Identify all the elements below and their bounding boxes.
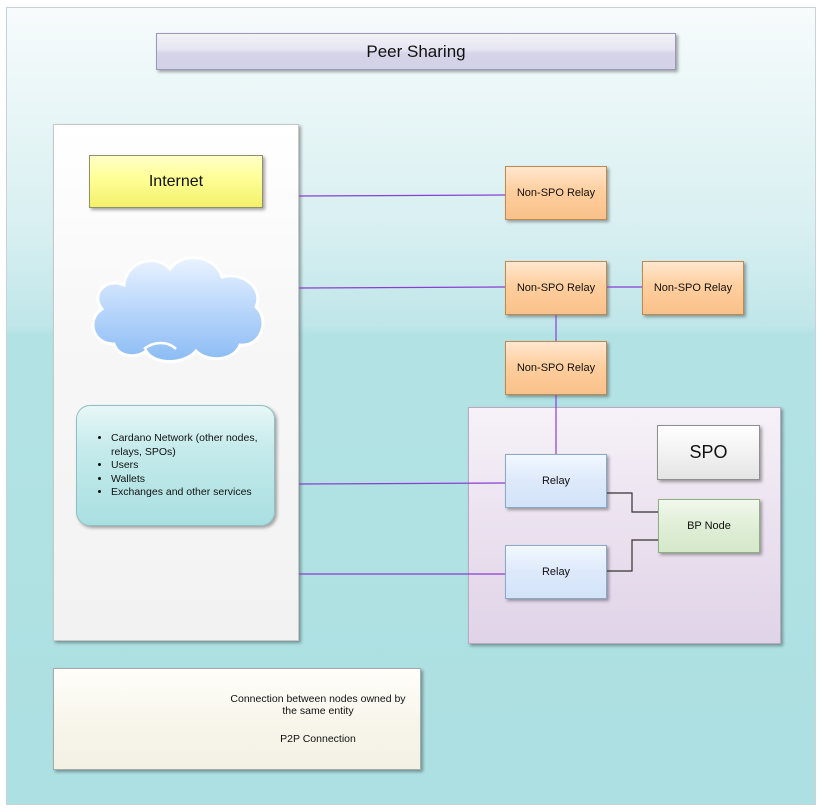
relay-2: Relay bbox=[505, 545, 607, 599]
services-list: Cardano Network (other nodes, relays, SP… bbox=[77, 406, 274, 500]
bp-node: BP Node bbox=[658, 499, 760, 553]
spo-label: SPO bbox=[657, 425, 760, 480]
non-spo-relay-3: Non-SPO Relay bbox=[642, 261, 744, 315]
internet-panel bbox=[53, 124, 299, 641]
internet-label: Internet bbox=[89, 155, 263, 208]
list-item: Cardano Network (other nodes, relays, SP… bbox=[111, 432, 266, 459]
non-spo-relay-2: Non-SPO Relay bbox=[505, 261, 607, 315]
list-item: Users bbox=[111, 459, 266, 473]
cloud-icon bbox=[91, 256, 265, 363]
list-item: Exchanges and other services bbox=[111, 486, 266, 500]
diagram-title: Peer Sharing bbox=[156, 33, 676, 70]
services-box: Cardano Network (other nodes, relays, SP… bbox=[76, 405, 275, 526]
non-spo-relay-1: Non-SPO Relay bbox=[505, 166, 607, 220]
legend-same-entity-label: Connection between nodes owned by the sa… bbox=[230, 693, 406, 717]
legend-p2p-label: P2P Connection bbox=[280, 733, 356, 745]
non-spo-relay-4: Non-SPO Relay bbox=[505, 341, 607, 395]
relay-1: Relay bbox=[505, 454, 607, 508]
legend: Connection between nodes owned by the sa… bbox=[53, 668, 421, 770]
list-item: Wallets bbox=[111, 473, 266, 487]
